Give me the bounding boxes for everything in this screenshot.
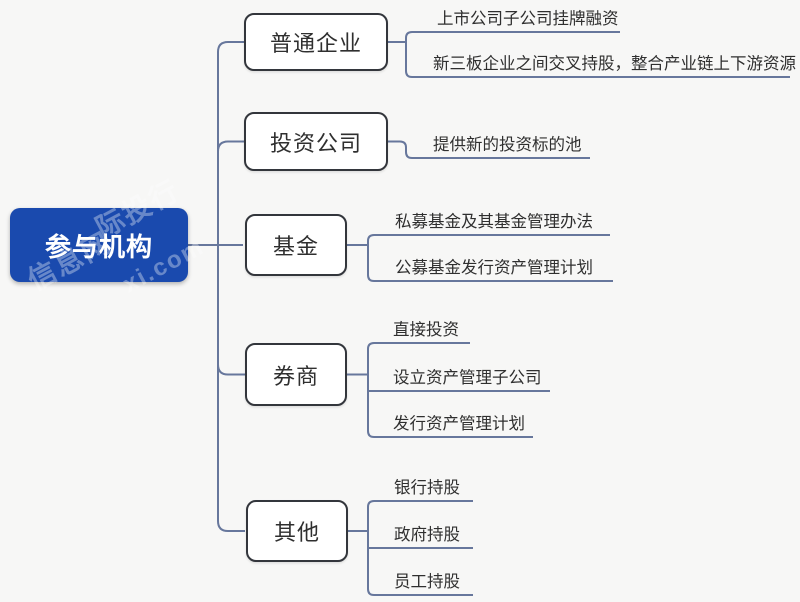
branch-ordinary-enterprise[interactable]: 普通企业 [244,13,388,71]
branch-broker[interactable]: 券商 [245,343,347,406]
leaf-node[interactable]: 提供新的投资标的池 [433,136,582,154]
branch-label: 基金 [272,234,319,259]
connector-investment-elbow [217,140,244,152]
connector-ordinary-bracket [405,31,790,78]
branch-label: 券商 [272,363,319,389]
connector-broker-elbow [217,364,245,376]
leaf-node[interactable]: 私募基金及其基金管理办法 [395,213,593,231]
connector-fund-bracket [367,234,613,282]
branch-label: 普通企业 [269,31,362,56]
leaf-node[interactable]: 员工持股 [394,573,460,591]
root-node[interactable]: 参与机构 [10,208,188,282]
leaf-node[interactable]: 直接投资 [393,321,459,339]
leaf-node[interactable]: 设立资产管理子公司 [393,369,542,387]
connector-trunk [217,41,245,532]
branch-other[interactable]: 其他 [246,500,348,562]
root-label: 参与机构 [44,231,153,262]
connector-investment-leaf [388,140,590,159]
leaf-node[interactable]: 新三板企业之间交叉持股，整合产业链上下游资源 [433,55,796,73]
leaf-node[interactable]: 上市公司子公司挂牌融资 [437,10,619,28]
leaf-node[interactable]: 银行持股 [394,479,460,497]
leaf-node[interactable]: 发行资产管理计划 [393,415,525,433]
branch-label: 投资公司 [269,130,362,156]
branch-fund[interactable]: 基金 [245,214,347,276]
leaf-node[interactable]: 公募基金发行资产管理计划 [395,259,593,277]
branch-label: 其他 [273,520,320,545]
branch-investment-company[interactable]: 投资公司 [244,112,388,171]
leaf-node[interactable]: 政府持股 [394,526,460,544]
